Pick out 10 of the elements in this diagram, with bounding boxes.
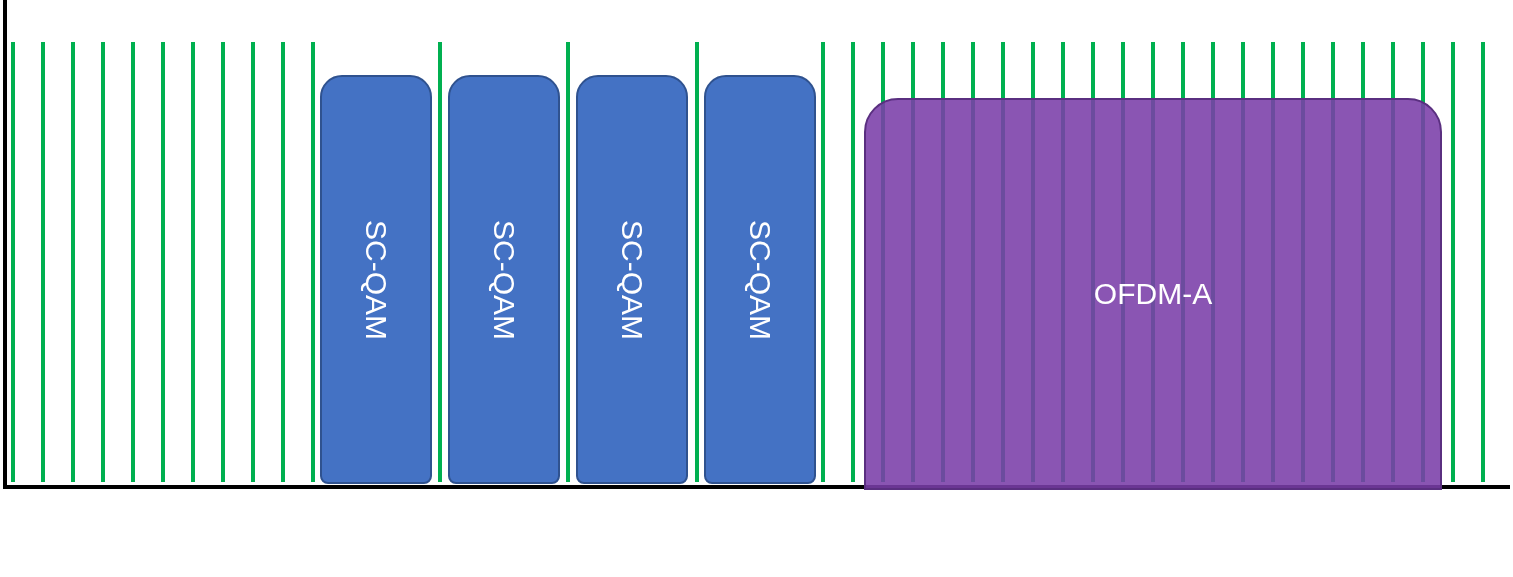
channel-label: SC-QAM <box>487 219 521 340</box>
channel-block <box>576 75 688 484</box>
channel-label: OFDM-A <box>1093 277 1213 311</box>
channel-block <box>320 75 432 484</box>
channel-label: SC-QAM <box>743 219 777 340</box>
channel-block <box>864 98 1442 490</box>
channel-label: SC-QAM <box>615 219 649 340</box>
channel-label: SC-QAM <box>359 219 393 340</box>
channel-block <box>704 75 816 484</box>
channel-block <box>448 75 560 484</box>
